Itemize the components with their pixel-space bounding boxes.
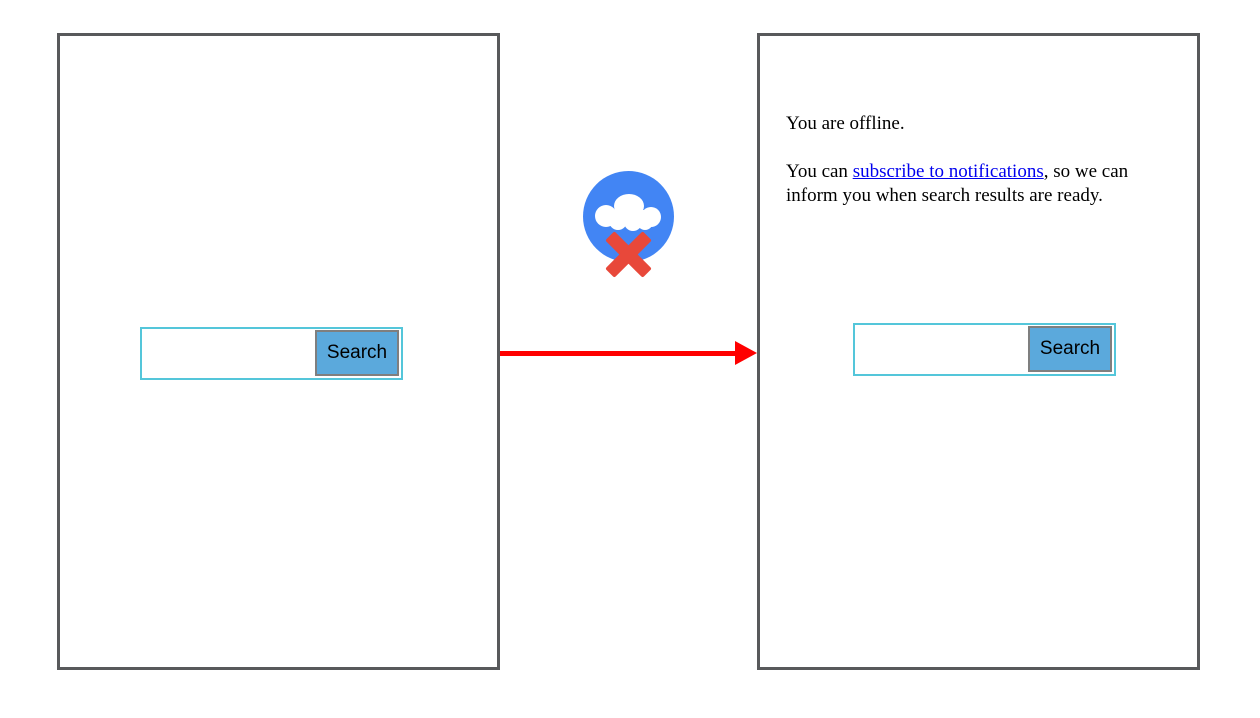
offline-message: You are offline. xyxy=(786,113,905,134)
search-widget: Search xyxy=(140,327,403,380)
right-app-panel: You are offline. You can subscribe to no… xyxy=(757,33,1200,670)
flow-arrow-head xyxy=(735,341,757,365)
notify-prefix: You can xyxy=(786,161,853,182)
search-widget: Search xyxy=(853,323,1116,376)
subscribe-notifications-link[interactable]: subscribe to notifications xyxy=(852,161,1044,182)
flow-arrow xyxy=(500,351,737,356)
search-input[interactable] xyxy=(144,331,324,376)
cloud-icon xyxy=(595,194,661,231)
offline-copy: You are offline. You can subscribe to no… xyxy=(760,36,1197,232)
notify-message: You can subscribe to notifications, so w… xyxy=(786,160,1183,208)
offline-cloud-icon xyxy=(583,171,674,278)
search-input[interactable] xyxy=(857,327,1037,372)
left-app-panel: Search xyxy=(57,33,500,670)
search-button[interactable]: Search xyxy=(1028,326,1112,372)
notify-suffix: , so we can inform you when search resul… xyxy=(786,161,1129,206)
search-button[interactable]: Search xyxy=(315,330,399,376)
